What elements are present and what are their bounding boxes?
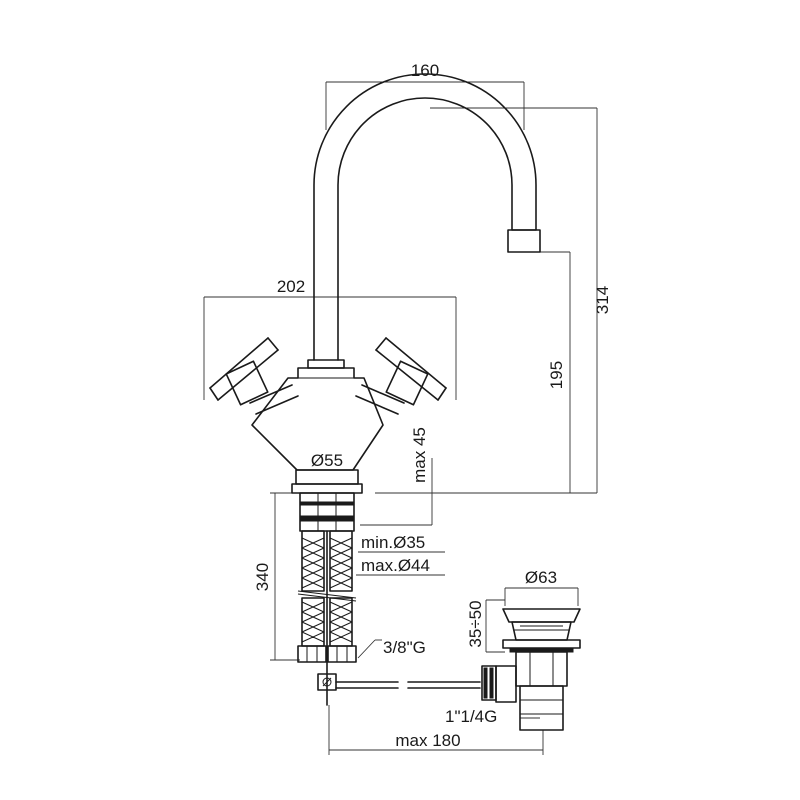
waste-body — [515, 651, 568, 687]
spout — [313, 73, 537, 361]
right-hose-nut — [327, 645, 357, 663]
left-flex-hose — [301, 530, 325, 647]
total-height-label: 314 — [593, 286, 612, 314]
pop-up-waste — [481, 608, 581, 731]
waste-tail — [519, 685, 564, 731]
rod-length-label: max 180 — [395, 731, 460, 750]
under-deck-fittings — [297, 492, 481, 706]
faucet-body — [209, 73, 541, 494]
spout-height-label: 195 — [547, 361, 566, 389]
left-cross-handle — [209, 337, 299, 415]
spout-collar — [307, 359, 345, 369]
right-cross-handle — [355, 337, 447, 415]
right-flex-hose — [329, 530, 353, 647]
waste-thread-label: 1"1/4G — [445, 707, 497, 726]
flex-length-label: 340 — [253, 563, 272, 591]
left-hose-nut — [297, 645, 327, 663]
dimension-labels: 160 314 195 202 max 45 Ø55 min.Ø35 max.Ø… — [253, 61, 612, 750]
dimension-lines — [203, 81, 598, 755]
waste-cap — [502, 608, 581, 623]
waste-travel-label: 35÷50 — [466, 600, 485, 647]
connection-label: 3/8"G — [383, 638, 426, 657]
handle-span-label: 202 — [277, 277, 305, 296]
base-ring — [295, 469, 359, 485]
hole-min-label: min.Ø35 — [361, 533, 425, 552]
waste-diameter-label: Ø63 — [525, 568, 557, 587]
hole-max-label: max.Ø44 — [361, 556, 430, 575]
base-diameter-label: Ø55 — [311, 451, 343, 470]
max-deck-label: max 45 — [410, 427, 429, 483]
spout-reach-label: 160 — [411, 61, 439, 80]
spout-aerator — [507, 229, 541, 253]
